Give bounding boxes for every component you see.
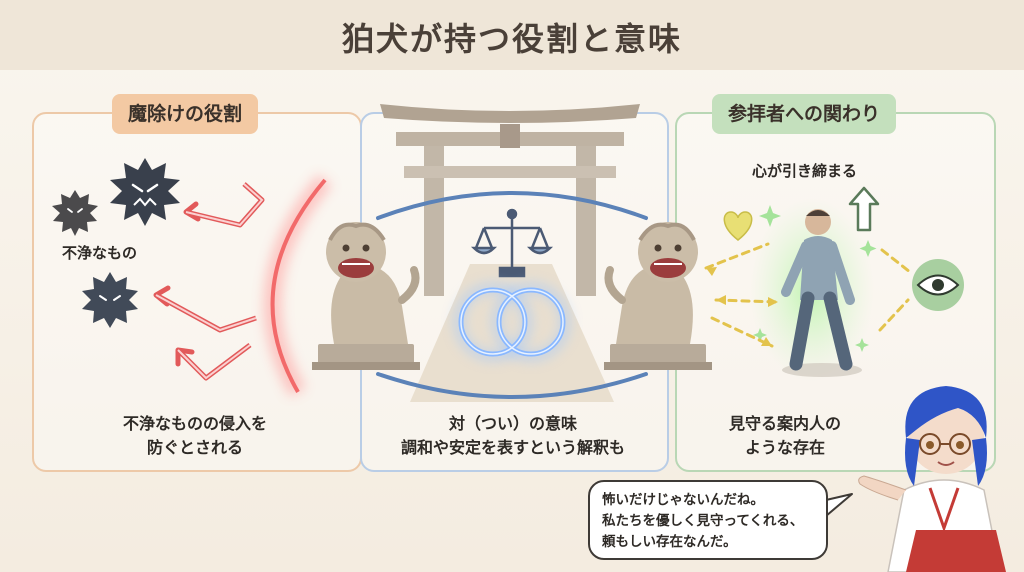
sparkle-icon (753, 205, 877, 352)
protective-barrier-icon (263, 174, 332, 397)
speech-bubble: 怖いだけじゃないんだね。 私たちを優しく見守ってくれる、 頼もしい存在なんだ。 (588, 480, 828, 560)
caption-amulet-line2: 防ぐとされる (146, 438, 243, 457)
title-band (0, 0, 1024, 70)
komainu-left-icon (312, 222, 420, 370)
caption-pair-line2: 調和や安定を表すという解釈も (400, 438, 625, 457)
torii-gate-icon (380, 104, 640, 296)
speech-line3: 頼もしい存在なんだ。 (602, 534, 737, 550)
caption-pair-meaning: 対（つい）の意味 調和や安定を表すという解釈も (364, 412, 662, 460)
speech-line2: 私たちを優しく見守ってくれる、 (602, 513, 804, 529)
page-title: 狛犬が持つ役割と意味 (341, 20, 682, 58)
impure-spirit-large-icon (110, 158, 180, 226)
balance-scale-icon (470, 208, 554, 278)
caption-amulet: 不浄なものの侵入を 防ぐとされる (40, 412, 350, 460)
speech-line1: 怖いだけじゃないんだね。 (602, 492, 764, 508)
label-heart-tightens: 心が引き締まる (752, 162, 858, 180)
impure-spirit-medium-icon (82, 272, 138, 328)
tag-worshipper-relation: 参拝者への関わり (712, 94, 897, 134)
guidance-arrows-icon (704, 242, 912, 348)
caption-guide: 見守る案内人の ような存在 (680, 412, 890, 460)
walking-person-icon (781, 209, 862, 377)
caption-guide-line1: 見守る案内人の (728, 414, 841, 433)
lower-arc-icon (376, 372, 648, 399)
uplift-arrow-icon (848, 186, 880, 232)
caption-guide-line2: ような存在 (744, 438, 825, 457)
komainu-right-icon (604, 222, 712, 370)
caption-pair-line1: 対（つい）の意味 (448, 414, 577, 433)
upper-arc-icon (376, 191, 648, 220)
tag-amulet-role: 魔除けの役割 (112, 94, 259, 134)
harmony-rings-icon (454, 283, 570, 361)
shrine-maiden-character-icon (858, 386, 1006, 572)
impure-spirit-small-icon (52, 190, 98, 236)
guidance-arrowheads-icon (706, 267, 778, 346)
watching-eye-icon (912, 259, 964, 311)
repelled-arrows-fill-icon (155, 183, 264, 380)
heart-icon (723, 211, 753, 241)
caption-amulet-line1: 不浄なものの侵入を (122, 414, 267, 433)
label-impure-things: 不浄なもの (62, 244, 138, 262)
shrine-path-icon (410, 264, 614, 402)
speech-bubble-tail-icon (825, 493, 853, 517)
